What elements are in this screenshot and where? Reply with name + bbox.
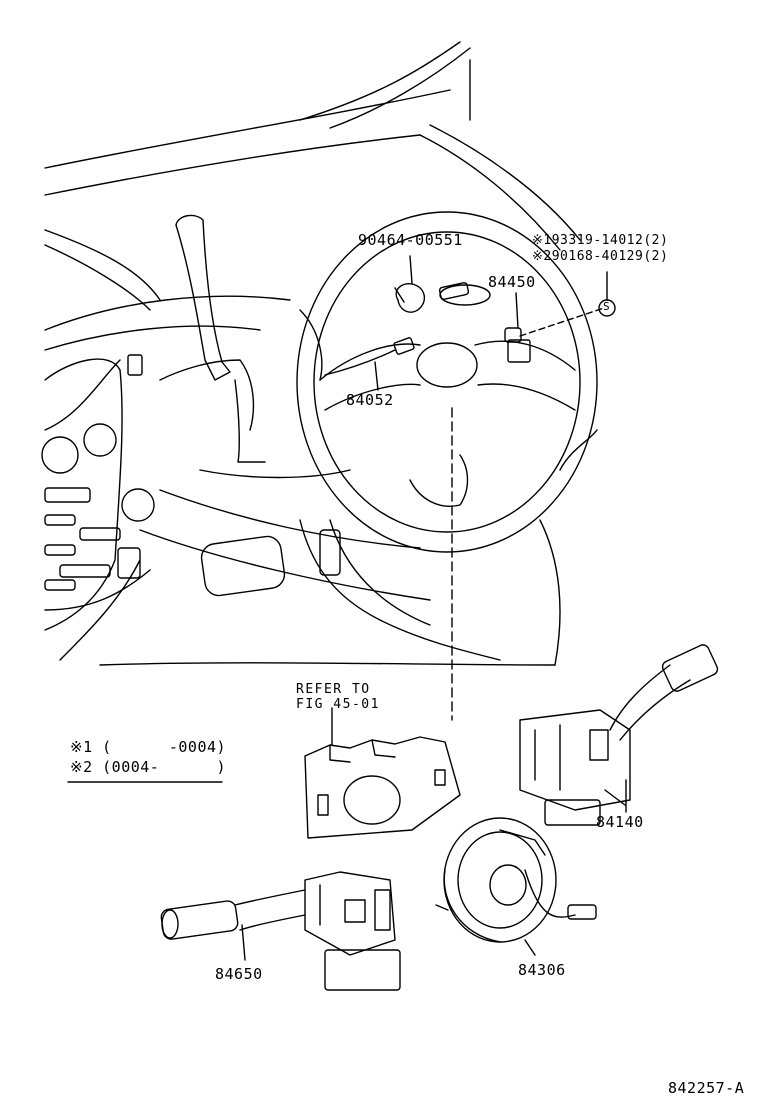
part-label-84450: 84450 [488, 273, 536, 291]
screw-label-1: ※193319-14012(2) [532, 233, 669, 248]
spiral-cable-84306 [436, 818, 596, 955]
screw-label-2: ※290168-40129(2) [532, 249, 669, 264]
part-label-84140: 84140 [596, 813, 644, 831]
screw-marker [599, 272, 615, 316]
dashboard-outline [45, 42, 580, 665]
part-label-90464-00551: 90464-00551 [358, 231, 463, 249]
screw-marker-letter: S [603, 300, 611, 313]
shift-lever [160, 215, 265, 462]
center-vent [200, 535, 286, 598]
steering-wheel [297, 212, 597, 552]
note-2: ※2 (0004- ) [70, 758, 227, 776]
refer-line-1: REFER TO [296, 682, 371, 697]
part-label-84650: 84650 [215, 965, 263, 983]
part-label-84052: 84052 [346, 391, 394, 409]
part-label-84306: 84306 [518, 961, 566, 979]
figure-id: 842257-A [668, 1079, 745, 1097]
note-1: ※1 ( -0004) [70, 738, 227, 756]
wire-84052 [325, 337, 415, 390]
clip-90464-00551 [395, 256, 424, 312]
switch-84650 [160, 872, 400, 990]
bracket-fig-45-01 [305, 708, 460, 838]
connector-84450 [505, 293, 604, 362]
column-cover [320, 530, 340, 575]
switch-84140 [520, 643, 719, 825]
center-console [42, 355, 154, 660]
refer-line-2: FIG 45-01 [296, 697, 380, 712]
